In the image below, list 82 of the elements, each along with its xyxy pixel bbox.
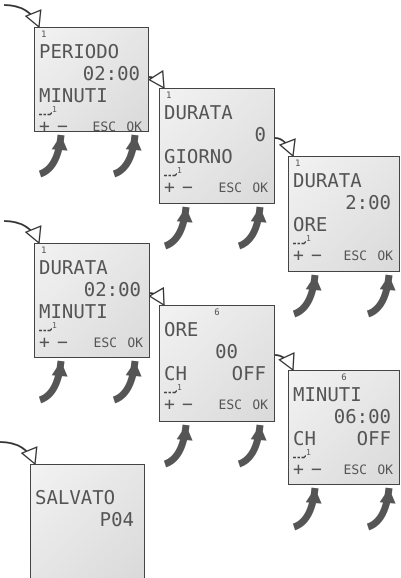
value-display: 06:00 xyxy=(334,408,391,427)
channel-number: 1 xyxy=(166,92,172,101)
button-press-arrow xyxy=(366,488,396,530)
program-number: P04 xyxy=(100,511,134,530)
key-label: − xyxy=(311,247,322,265)
lcd-screen xyxy=(288,156,400,272)
menu-label: ORE xyxy=(164,321,198,340)
unit-label: MINUTI xyxy=(39,87,108,106)
unit-label: GIORNO xyxy=(164,148,233,167)
key-label: − xyxy=(182,396,193,414)
unit-label: ORE xyxy=(293,216,328,235)
key-label: ESC xyxy=(344,250,367,263)
lcd-screen xyxy=(159,88,275,204)
program-indicator: 1 xyxy=(52,322,57,330)
key-label: OK xyxy=(377,250,393,263)
button-press-arrow xyxy=(164,206,192,250)
key-label: + xyxy=(164,179,175,197)
flow-arrow xyxy=(0,441,37,465)
button-press-arrow xyxy=(164,424,192,468)
program-indicator: 1 xyxy=(52,106,57,114)
menu-label: PERIODO xyxy=(39,43,120,62)
program-indicator: 1 xyxy=(306,449,311,457)
program-indicator: 1 xyxy=(177,167,182,175)
key-label: − xyxy=(57,334,68,352)
key-label: ESC xyxy=(94,337,117,350)
key-label: OK xyxy=(127,337,143,350)
flow-arrow xyxy=(274,137,296,157)
channel-number: 6 xyxy=(214,309,220,318)
button-press-arrow xyxy=(238,206,266,250)
value-display: 02:00 xyxy=(84,281,141,300)
button-press-arrow xyxy=(366,274,396,318)
key-label: + xyxy=(164,396,175,414)
lcd-screen xyxy=(159,305,275,422)
program-indicator: 1 xyxy=(177,384,182,392)
state-label: OFF xyxy=(232,365,266,384)
button-press-arrow xyxy=(112,134,142,178)
channel-number: 1 xyxy=(295,160,300,169)
lcd-screen xyxy=(30,464,145,578)
key-label: + xyxy=(293,247,304,265)
key-label: + xyxy=(39,118,50,136)
channel-number: 1 xyxy=(41,247,46,256)
state-label: OFF xyxy=(356,430,391,449)
button-press-arrow xyxy=(292,488,322,530)
status-message: SALVATO xyxy=(35,489,116,508)
lcd-screen xyxy=(34,243,150,358)
flow-arrow xyxy=(148,70,165,89)
menu-label: DURATA xyxy=(39,259,108,278)
flow-arrow xyxy=(148,287,165,306)
lcd-screen xyxy=(288,370,400,485)
button-press-arrow xyxy=(112,360,142,404)
menu-label: MINUTI xyxy=(293,386,362,405)
channel-label: CH xyxy=(164,365,187,384)
value-display: 2:00 xyxy=(345,194,391,213)
channel-label: CH xyxy=(293,430,316,449)
menu-label: DURATA xyxy=(164,104,233,123)
button-press-arrow xyxy=(38,134,68,178)
key-label: OK xyxy=(377,464,393,477)
key-label: OK xyxy=(252,182,268,195)
flow-arrow xyxy=(4,220,41,244)
key-label: ESC xyxy=(344,464,367,477)
key-label: ESC xyxy=(218,399,242,412)
flow-arrow xyxy=(4,4,41,28)
value-display: 02:00 xyxy=(82,65,140,84)
value-display: 00 xyxy=(215,343,238,362)
channel-number: 6 xyxy=(341,374,347,383)
key-label: + xyxy=(293,461,304,479)
button-press-arrow xyxy=(238,424,266,468)
flow-arrow xyxy=(274,352,294,371)
program-indicator: 1 xyxy=(306,235,311,243)
key-label: ESC xyxy=(218,182,242,195)
unit-label: MINUTI xyxy=(39,303,108,322)
key-label: + xyxy=(39,334,50,352)
menu-label: DURATA xyxy=(293,172,362,191)
key-label: − xyxy=(311,461,322,479)
value-display: 0 xyxy=(254,126,266,145)
lcd-screen xyxy=(34,27,149,132)
button-press-arrow xyxy=(292,274,322,318)
channel-number: 1 xyxy=(41,31,46,40)
button-press-arrow xyxy=(38,360,68,404)
key-label: OK xyxy=(252,399,268,412)
key-label: − xyxy=(182,179,193,197)
key-label: − xyxy=(57,118,68,136)
